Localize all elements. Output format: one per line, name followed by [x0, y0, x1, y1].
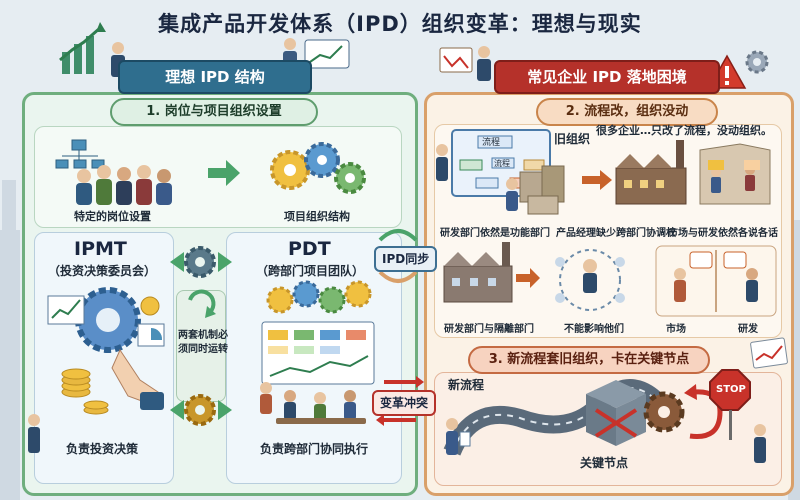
- ideal-subheading: 1. 岗位与项目组织设置: [110, 98, 318, 126]
- coin-stack-icon: [61, 368, 109, 415]
- ipmt-caption: 负责投资决策: [66, 442, 139, 456]
- ideal-ribbon: 理想 IPD 结构: [118, 60, 312, 94]
- ipd-sync-arrows: [378, 229, 418, 283]
- pdt-title: PDT: [288, 238, 331, 260]
- caption-rd: 研发: [738, 324, 758, 335]
- kanban-board-icon: [261, 321, 375, 385]
- return-arrow-icon: [684, 384, 723, 439]
- employees-group: [76, 165, 172, 205]
- pointing-hand-icon: [111, 348, 164, 410]
- market-rd-talk-icon: [655, 245, 777, 317]
- product-manager-circle: [555, 249, 625, 311]
- quote-text: 很多企业…只改了流程，没动组织。: [596, 124, 772, 137]
- gear-bottom-middle-icon: [170, 394, 232, 426]
- reform-conflict-tag: 变革冲突: [372, 390, 437, 416]
- presenter-top-right: [439, 46, 491, 81]
- caption-rd-silo: 研发部门与隔離部门: [444, 324, 534, 335]
- city-skyline-left: [0, 180, 20, 500]
- factory-icon: [615, 140, 687, 205]
- right-side-chart-icon: [750, 337, 788, 369]
- label-project-org: 项目组织结构: [284, 210, 350, 223]
- pdt-gears-icon: [266, 280, 372, 314]
- arrow-to-factory-icon: [582, 170, 612, 190]
- cycle-arrows-icon: [188, 289, 216, 318]
- key-node-label: 关键节点: [580, 456, 629, 470]
- worker-person: [446, 418, 471, 455]
- stop-sign-text: STOP: [716, 384, 746, 395]
- gears-icon-project-org: [270, 142, 366, 194]
- org-chart-icon: [55, 139, 105, 169]
- gear-left-middle-icon: [184, 246, 216, 278]
- mechanism-box: [176, 290, 226, 402]
- blocked-cube-icon: [586, 380, 646, 446]
- flow-box-label: 流程: [482, 138, 501, 148]
- pdt-caption: 负责跨部门协同执行: [260, 442, 369, 456]
- sync-arrows-left-icon: [170, 252, 184, 272]
- silo-factory-icon: [443, 242, 513, 303]
- reality-subheading-2: 3. 新流程套旧组织，卡在关键节点: [468, 346, 710, 374]
- new-process-label: 新流程: [448, 378, 485, 392]
- consultant-person: [754, 424, 766, 463]
- left-side-person: [28, 414, 40, 453]
- ipd-sync-tag: IPD同步: [374, 246, 438, 272]
- ipmt-title: IPMT: [74, 238, 127, 260]
- investment-gears-illustration: [47, 287, 165, 353]
- growth-chart-icon: [59, 22, 106, 74]
- label-positions: 特定的岗位设置: [74, 210, 151, 223]
- caption-market: 市场: [666, 324, 686, 335]
- team-meeting-people: [260, 382, 366, 424]
- reality-subheading-1: 2. 流程改，组织没动: [536, 98, 718, 126]
- arrow-right-icon: [208, 160, 240, 186]
- ipmt-box: [34, 232, 174, 484]
- old-org-blocks: [506, 165, 565, 215]
- presenter-person: [436, 144, 448, 181]
- stop-sign-icon: [709, 369, 751, 440]
- flow-box-label-2: 流程: [494, 159, 510, 168]
- reform-conflict-arrows: [376, 376, 424, 426]
- caption-pm-lack: 产品经理缺少跨部门协调权: [556, 228, 676, 239]
- caption-rd-functional: 研发部门依然是功能部门: [440, 228, 550, 239]
- old-org-label: 旧组织: [554, 132, 591, 146]
- stuck-gear-icon: [643, 391, 685, 433]
- caption-market-rd: 市场与研发依然各说各话: [668, 228, 778, 239]
- mechanism-note-line2: 须同时运转: [178, 344, 228, 355]
- caption-no-influence: 不能影响他们: [564, 324, 624, 335]
- reality-ribbon: 常见企业 IPD 落地困境: [494, 60, 720, 94]
- ipmt-subtitle: （投资决策委员会）: [48, 264, 157, 278]
- page-title: 集成产品开发体系（IPD）组织变革：理想与现实: [158, 12, 642, 36]
- gear-icon-top-right: [745, 50, 769, 74]
- sync-arrows-right-icon: [218, 252, 232, 272]
- arrow-right-orange-icon: [516, 268, 540, 288]
- silo-room-icon: [699, 143, 771, 205]
- mechanism-note-line1: 两套机制必: [178, 330, 228, 341]
- pdt-subtitle: （跨部门项目团队）: [256, 264, 365, 278]
